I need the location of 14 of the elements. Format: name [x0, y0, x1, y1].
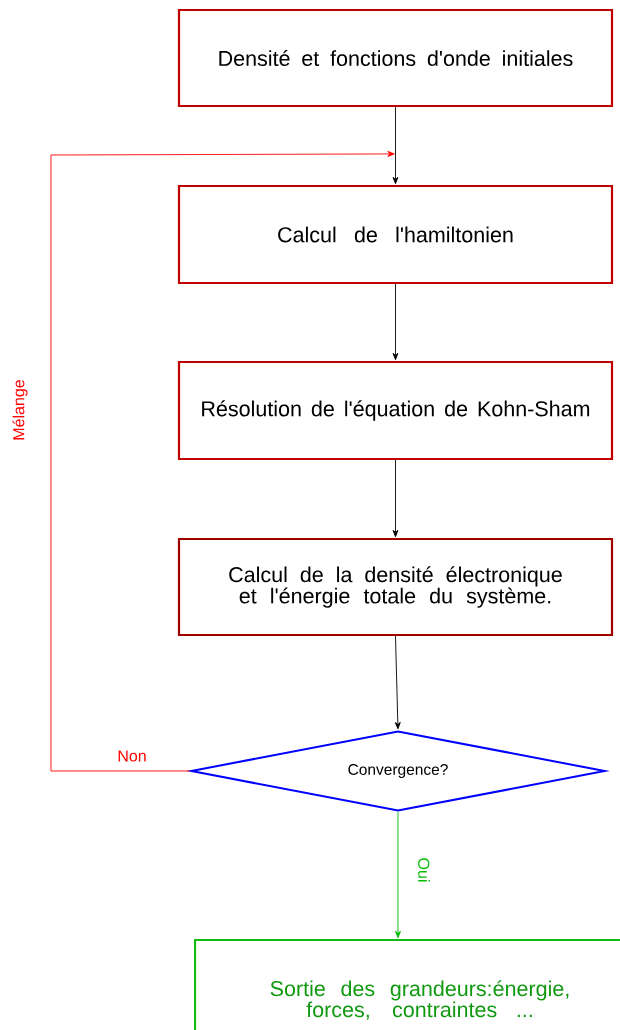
- process-box: Densité et fonctions d'onde initiales: [177, 8, 614, 108]
- loop-label: Mélange: [11, 378, 29, 442]
- process-box: Résolution de l'équation de Kohn-Sham: [177, 360, 614, 461]
- process-box: Calcul de la densité électronique et l'énergie totale du système.: [177, 537, 614, 637]
- arrow: [392, 459, 399, 538]
- arrow: [395, 811, 401, 939]
- edge-label: Oui: [417, 856, 431, 884]
- process-box: Sortie des grandeurs:énergie, forces, contraintes ...: [193, 938, 620, 1030]
- arrow: [392, 283, 399, 361]
- edge-label: Non: [116, 749, 148, 763]
- arrow: [392, 106, 399, 185]
- arrow: [50, 151, 395, 772]
- process-box: Calcul de l'hamiltonien: [177, 184, 614, 285]
- arrow: [394, 635, 401, 730]
